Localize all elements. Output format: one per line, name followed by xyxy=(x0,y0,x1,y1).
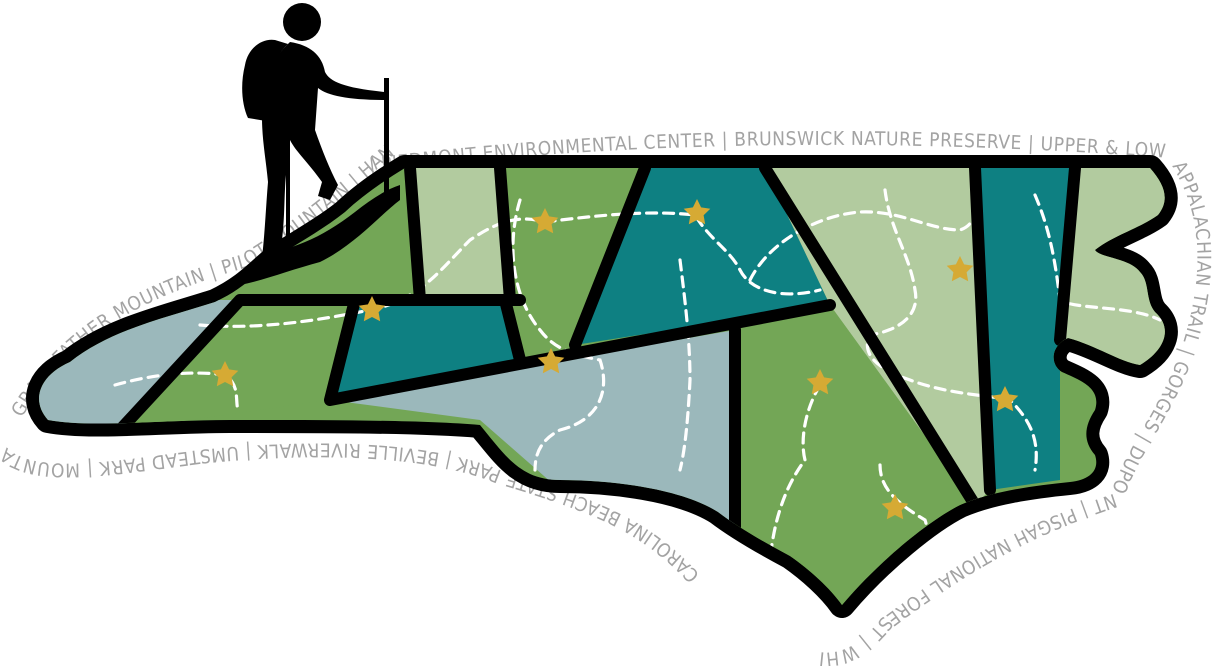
region-north-central xyxy=(500,168,645,360)
map-regions xyxy=(39,168,1165,605)
trail-segment xyxy=(865,188,1038,472)
hiker-ground xyxy=(240,185,400,285)
hiker-pole xyxy=(384,78,389,198)
ring-label-top-text: | PIEDMONT ENVIRONMENTAL CENTER | BRUNSW… xyxy=(0,0,1167,177)
ring-label-top: | PIEDMONT ENVIRONMENTAL CENTER | BRUNSW… xyxy=(0,0,1167,177)
hiker-pole xyxy=(286,140,290,258)
hiker-head xyxy=(283,3,321,41)
region-northwest-strip xyxy=(410,168,505,300)
hiker-body xyxy=(261,42,386,258)
trail-segment xyxy=(678,258,692,472)
region-foothills xyxy=(330,300,520,400)
hiker-backpack xyxy=(242,39,288,123)
trail-segment xyxy=(768,383,822,562)
trail-segment xyxy=(748,193,978,282)
trail-segment xyxy=(878,463,929,577)
region-borders xyxy=(39,168,1081,566)
trail-segment xyxy=(511,198,606,472)
region-coast xyxy=(1060,168,1165,400)
region-west xyxy=(120,300,355,430)
border-line xyxy=(39,168,1081,566)
trail-segment xyxy=(543,211,822,296)
hiker-silhouette-icon xyxy=(240,3,400,285)
